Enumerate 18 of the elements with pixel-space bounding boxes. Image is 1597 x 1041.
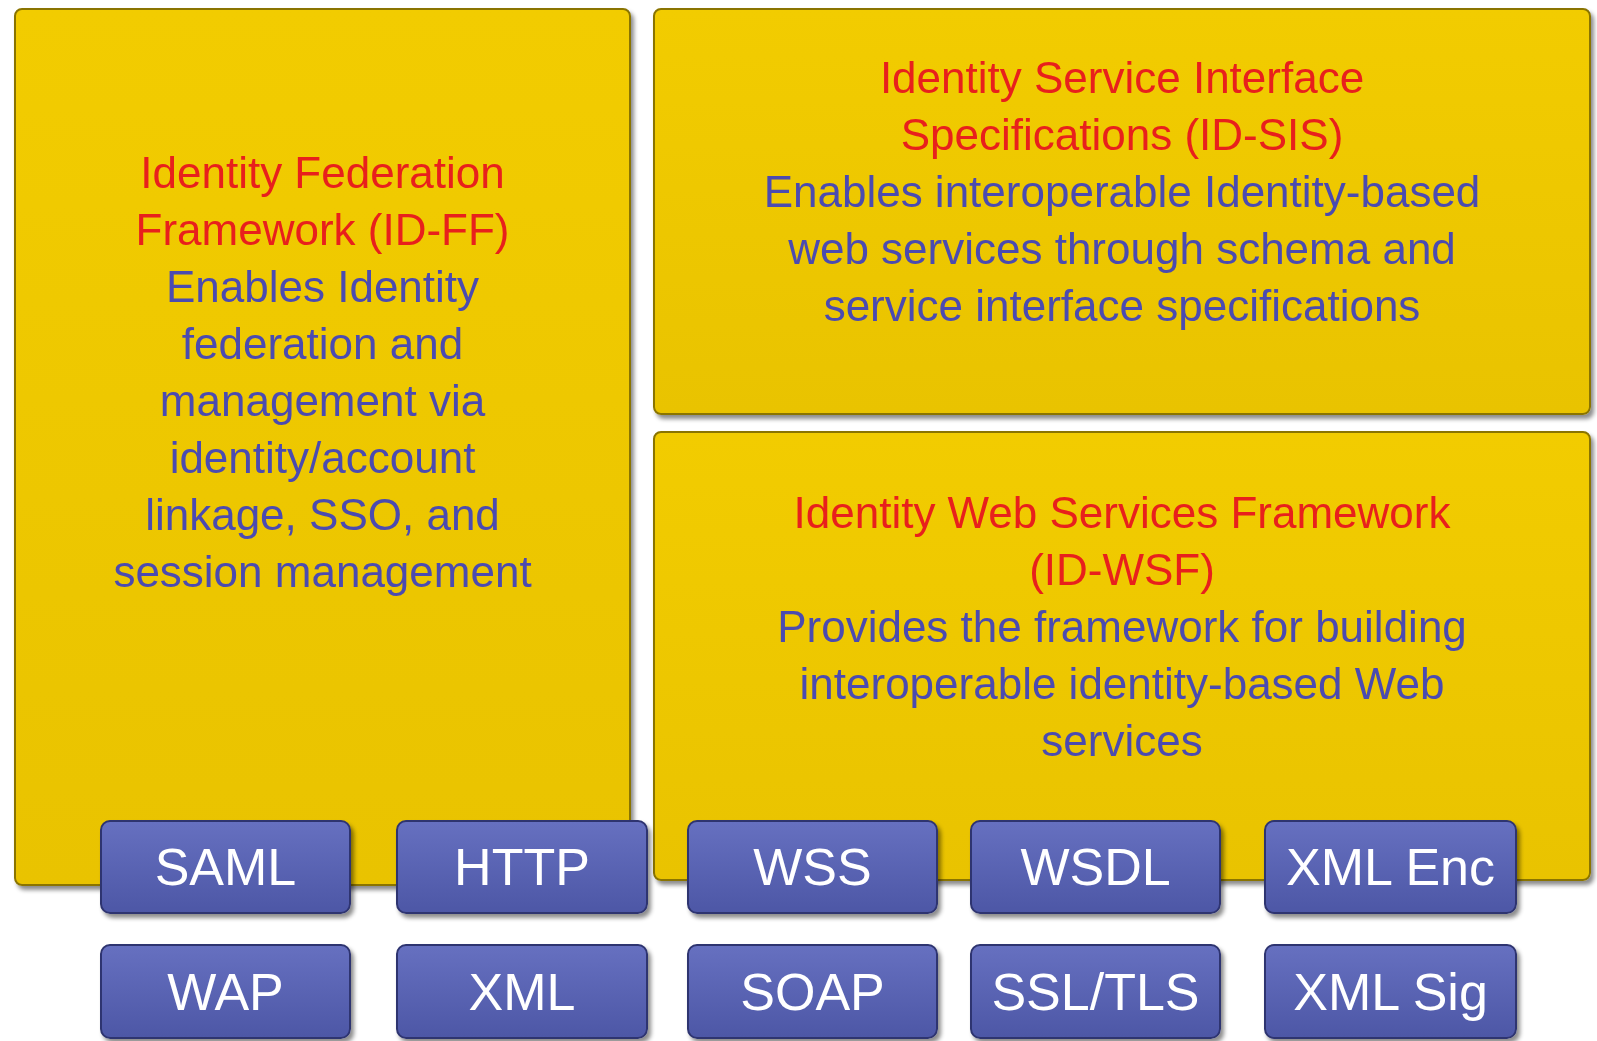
- protocol-badge: HTTP: [396, 820, 648, 914]
- protocol-badge: XML: [396, 944, 648, 1039]
- protocol-badge: WSDL: [970, 820, 1221, 914]
- panel-description: Provides the framework for building interoperable identity-based Web services: [776, 600, 1468, 767]
- layer-panel: [653, 8, 1591, 415]
- panel-title: Identity Web Services Framework (ID-WSF): [792, 486, 1452, 596]
- protocol-badge: SOAP: [687, 944, 938, 1039]
- panel-title: Identity Federation Framework (ID-FF): [134, 147, 511, 256]
- protocol-badge: SSL/TLS: [970, 944, 1221, 1039]
- panel-description: Enables Identity federation and management via identity/account linkage, SSO, and session management: [112, 261, 533, 598]
- layer-panel: [14, 8, 631, 886]
- panel-description: Enables interoperable Identity-based web services through schema and service interface specifications: [762, 166, 1482, 332]
- protocol-badge: WAP: [100, 944, 351, 1039]
- panel-title: Identity Service Interface Specifications (ID-SIS): [878, 52, 1366, 161]
- protocol-badge: XML Sig: [1264, 944, 1517, 1039]
- protocol-badge: XML Enc: [1264, 820, 1517, 914]
- protocol-badge: SAML: [100, 820, 351, 914]
- protocol-badge: WSS: [687, 820, 938, 914]
